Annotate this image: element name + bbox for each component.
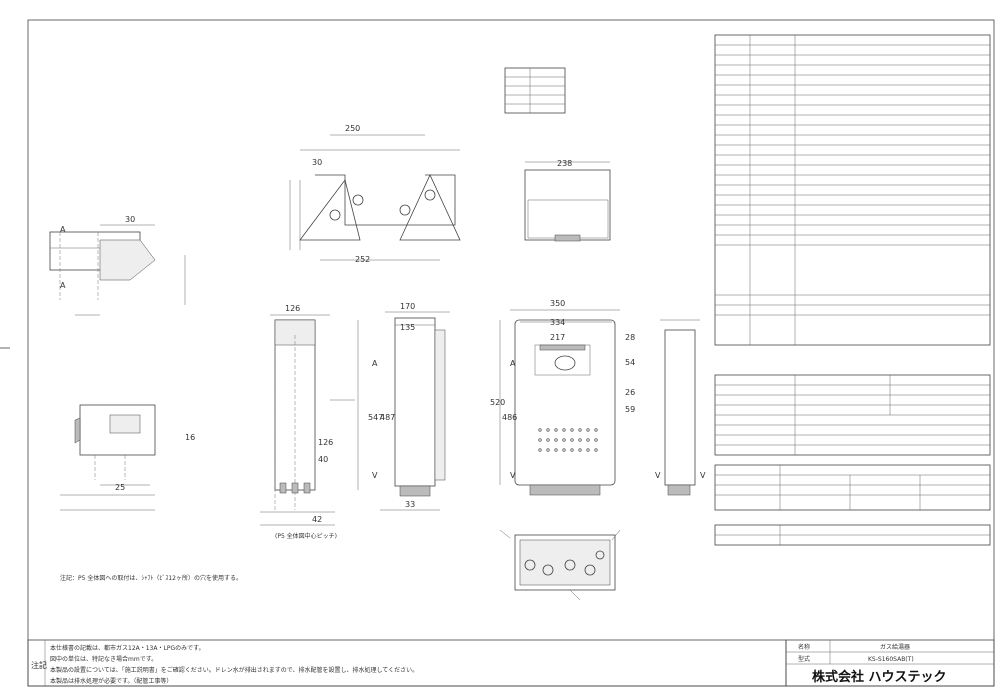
title-name-label: 名称 [798,643,810,651]
dim-30-upper: 30 [125,215,135,224]
notes-marker: 注記 [31,660,47,670]
side-view: 170 135 547 A V 33 487 [357,302,450,511]
notes-block: 注記 本仕様書の記載は、都市ガス12A・13A・LPGのみです。 図中の単位は、… [27,639,787,687]
front-view: 350 334 217 520 486 28 54 26 59 A V [490,299,635,496]
dim-59: 59 [625,405,635,414]
section-a-1: A [60,225,66,234]
dim-547: 547 [368,413,383,422]
dim-520: 520 [490,398,505,407]
dim-33: 33 [405,500,415,509]
company-name: 株式会社 ハウステック [812,669,947,685]
dim-120-top: 126 [285,304,300,313]
top-view: 238 [524,159,611,242]
left-detail-views: 30 A A 25 16 [49,215,195,511]
section-a-4: A [510,359,516,368]
dim-250: 250 [345,124,360,133]
right-side-view: V V [655,319,706,496]
misc-table [714,524,991,546]
dim-252: 252 [355,255,370,264]
dim-334: 334 [550,318,565,327]
note-line-3: 本製品の設置については、「施工説明書」をご確認ください。ドレン水が排出されますの… [50,666,418,674]
section-a-3: A [372,359,378,368]
section-v-2: V [510,471,516,480]
spec-table [714,34,991,346]
section-v-1: V [372,471,378,480]
bottom-view [499,529,621,601]
dim-126: 126 [318,438,333,447]
bottom-note: 注記：P5 全体図への取付は、ｼｬﾌﾄ（ﾋﾞｽ12ヶ所）の穴を使用する。 [60,574,242,582]
pitch-note: (P5 全体図中心ピッチ) [275,532,337,540]
mounting-view: 250 252 30 [289,124,461,264]
pressure-table [714,464,991,511]
note-line-2: 図中の単位は、特記なき場合mmです。 [50,655,157,663]
dim-25: 25 [115,483,125,492]
title-name-value: ガス給湯器 [880,643,910,651]
title-model-label: 型式 [798,655,810,663]
dim-217: 217 [550,333,565,342]
vent-grid [538,428,598,452]
title-model-value: KS-S160SAB(T) [868,656,914,663]
dim-350: 350 [550,299,565,308]
dim-486: 486 [502,413,517,422]
note-line-1: 本仕様書の記載は、都市ガス12A・13A・LPGのみです。 [50,644,205,652]
dim-238: 238 [557,159,572,168]
note-line-4: 本製品は排水処理が必要です。（配管工事等） [50,677,172,685]
section-a-2: A [60,281,66,290]
dim-16: 16 [185,433,195,442]
dim-28: 28 [625,333,635,342]
dim-487: 487 [380,413,395,422]
dim-42: 42 [312,515,322,524]
dim-54: 54 [625,358,635,367]
section-v-4: V [700,471,706,480]
performance-table [714,374,991,456]
dim-26: 26 [625,388,635,397]
title-block: 名称 ガス給湯器 型式 KS-S160SAB(T) 株式会社 ハウステック [785,639,995,687]
capacity-table [504,67,566,114]
dim-30-mount: 30 [312,158,322,167]
dim-40: 40 [318,455,328,464]
section-v-3: V [655,471,661,480]
dim-135: 135 [400,323,415,332]
left-side-view: 126 126 40 (P5 全体図中心ピッチ) 42 [260,304,355,540]
dim-170-side: 170 [400,302,415,311]
